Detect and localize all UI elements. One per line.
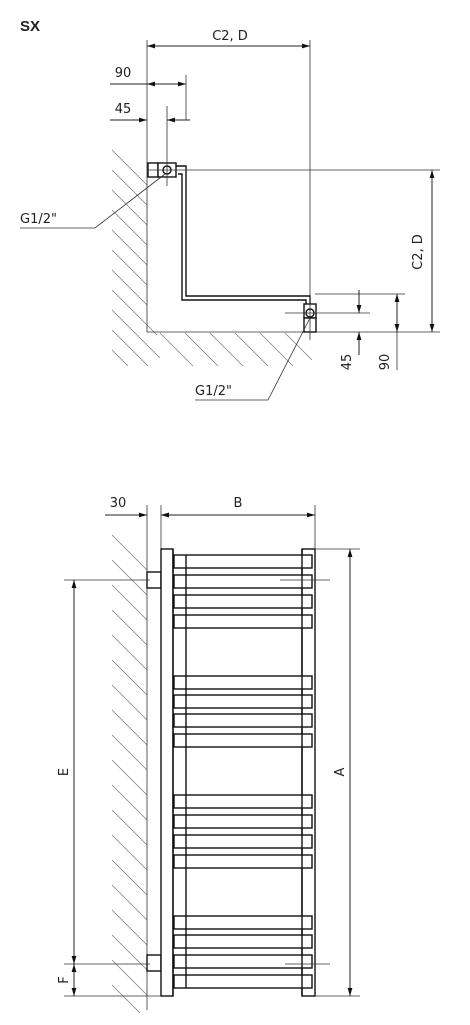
dim-e-label: E (57, 768, 72, 776)
dim-b-label: B (234, 496, 243, 511)
left-collector (160, 548, 174, 997)
dim-90-bottom-label: 90 (378, 354, 393, 371)
wall-hatching-front (111, 534, 148, 1014)
label-g12-lower: G1/2" (195, 384, 232, 399)
dim-90-label: 90 (115, 66, 132, 81)
dim-45-bottom-label: 45 (340, 354, 355, 371)
wall-hatching-top (111, 149, 313, 367)
model-title: SX (20, 18, 41, 35)
dim-c2d-top-label: C2, D (212, 29, 248, 44)
rung-group-2 (173, 675, 313, 748)
rung-group-1 (173, 554, 313, 629)
dim-30-label: 30 (110, 496, 127, 511)
radiator-profile (168, 165, 311, 306)
top-view: C2, D 90 45 G1/2" G1/2" C2, D 45 90 (20, 29, 440, 401)
leader-g12-upper (20, 173, 166, 229)
rung-group-4 (173, 915, 313, 989)
front-view: 30 B A E F (57, 496, 360, 1014)
dim-a-label: A (333, 767, 348, 776)
dim-f-label: F (57, 976, 72, 983)
label-g12-upper: G1/2" (20, 212, 57, 227)
wall-line (146, 128, 330, 333)
leader-g12-lower (195, 317, 311, 401)
dim-c2d-side-label: C2, D (411, 234, 426, 270)
dim-45-label: 45 (115, 102, 132, 117)
rung-group-3 (173, 794, 313, 869)
radiator-profile-inner (178, 173, 307, 306)
lower-wall-bracket (146, 954, 162, 972)
